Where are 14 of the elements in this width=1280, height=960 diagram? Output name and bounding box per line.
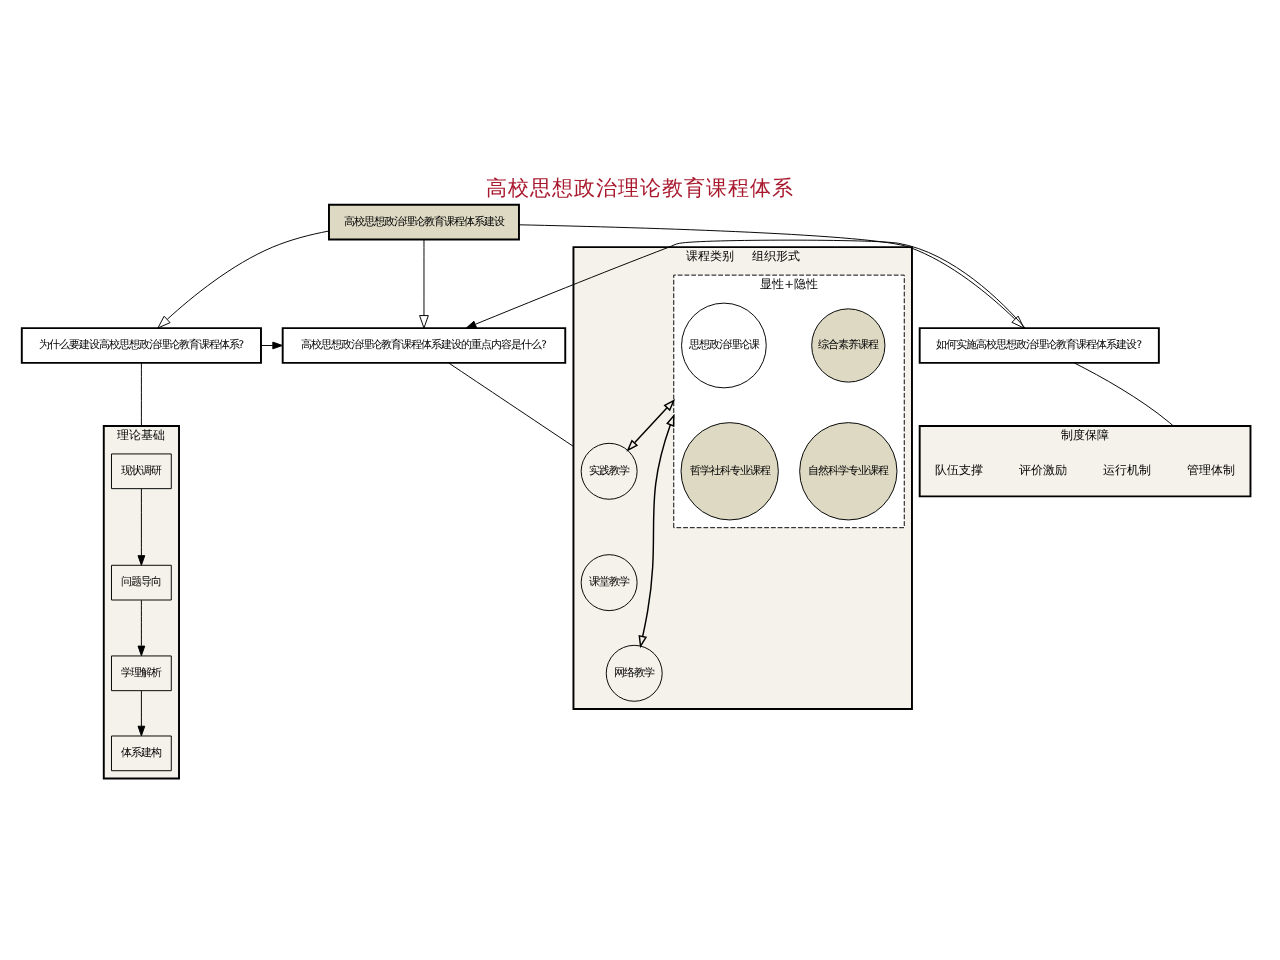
arrow <box>137 690 146 737</box>
arrow <box>157 230 330 329</box>
arrow <box>419 239 429 329</box>
arrow <box>638 413 675 649</box>
diagram-title: 高校思想政治理论教育课程体系 <box>486 176 794 201</box>
arrow <box>137 599 146 657</box>
arrow <box>260 341 283 350</box>
connector <box>140 362 142 427</box>
arrow <box>626 398 676 452</box>
arrow <box>137 488 146 566</box>
connector <box>1073 362 1174 427</box>
arrow <box>518 224 1025 329</box>
arrow <box>465 239 1026 329</box>
connector <box>448 362 574 447</box>
